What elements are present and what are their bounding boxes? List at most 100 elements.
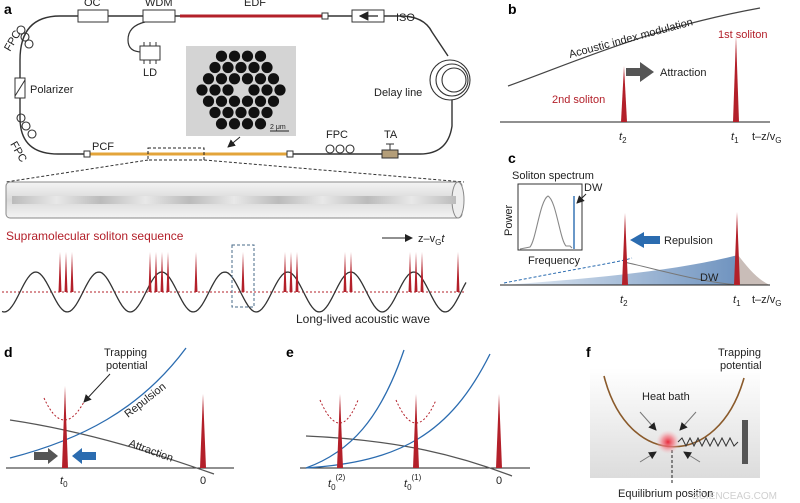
soliton-spike (289, 252, 293, 292)
dw-label: DW (700, 272, 719, 284)
d-trapping-label: Trapping (104, 347, 147, 359)
d-soliton-1 (62, 386, 68, 468)
d-potential-label: potential (106, 360, 148, 372)
pcf-hole (228, 73, 241, 85)
spring (677, 436, 739, 448)
pcf-hole (241, 95, 254, 107)
e-t0-2: t0(2) (328, 473, 346, 492)
pcf-hole (202, 73, 215, 85)
equilibrium-label: Equilibrium position (618, 488, 713, 500)
d-soliton-0 (200, 394, 206, 468)
oc-label: OC (84, 0, 101, 9)
e-soliton-0 (496, 394, 502, 468)
d-gray-arrow (34, 448, 58, 464)
soliton-spikes (58, 252, 460, 292)
pcf-pointer-arrow (227, 136, 241, 148)
soliton-spike (283, 252, 287, 292)
e-soliton-2 (337, 394, 343, 468)
dw-inset-label: DW (584, 182, 603, 194)
pcf-hole (228, 50, 241, 62)
ld-pins (143, 42, 157, 64)
soliton-spike (148, 252, 152, 292)
panel-label-e: e (286, 344, 294, 360)
e-t0-1: t0(1) (404, 473, 422, 492)
attraction-label: Attraction (660, 67, 706, 79)
b-t1: t1 (731, 131, 739, 145)
b-t2: t2 (619, 131, 627, 145)
b-axis-label: t–z/vG (752, 131, 781, 145)
dw-inset-arrow (576, 193, 587, 204)
pcf-hole (202, 95, 215, 107)
f-potential-label: potential (720, 360, 762, 372)
acoustic-wave (1, 271, 467, 313)
pcf-hole (254, 95, 267, 107)
zoom-line-left (5, 159, 149, 183)
iso-label: ISO (396, 12, 415, 24)
soliton-spike (160, 252, 164, 292)
e-repulsion-curve-1 (305, 349, 405, 469)
soliton-spike (241, 252, 245, 292)
dw-tail (738, 255, 770, 285)
pcf-hole (267, 73, 280, 85)
e-soliton-1 (413, 394, 419, 468)
pcf-hole (228, 95, 241, 107)
wdm-box (142, 9, 176, 23)
soliton-spike (70, 252, 74, 292)
ld-fiber (127, 21, 146, 53)
pcf-hole (254, 73, 267, 85)
repulsion-label: Repulsion (664, 235, 713, 247)
pcf-hole (215, 95, 228, 107)
spectrum-curve (519, 195, 573, 250)
scale-bar-label: 2 μm (270, 124, 286, 131)
ld-label: LD (143, 67, 157, 79)
soliton-spike (166, 252, 170, 292)
polarizer-label: Polarizer (30, 84, 74, 96)
e-repulsion-curve-2 (305, 353, 491, 469)
pcf-hole (215, 50, 228, 62)
soliton-spike (456, 252, 460, 292)
soliton-spike (408, 252, 412, 292)
pcf-holes (196, 50, 286, 130)
second-soliton-label: 2nd soliton (552, 94, 605, 106)
pcf-hole (235, 106, 247, 119)
c-soliton-2 (622, 213, 628, 285)
d-blue-arrow (72, 448, 96, 464)
pcf-hole (215, 118, 228, 130)
pcf-hole (222, 106, 234, 119)
soliton-spike (414, 252, 418, 292)
ta-box (381, 149, 399, 159)
wdm-label: WDM (145, 0, 173, 9)
watermark: SCIENCEAG.COM (692, 491, 777, 502)
power-label: Power (503, 204, 515, 236)
f-trapping-label: Trapping (718, 347, 761, 359)
soliton-spike (154, 252, 158, 292)
ta-label: TA (384, 129, 398, 141)
modulation-label: Acoustic index modulation (568, 16, 695, 61)
c-soliton-1 (734, 212, 740, 285)
dw-area (504, 255, 738, 285)
e-attraction-curve (305, 435, 513, 477)
e-trapping-well-1 (395, 399, 437, 424)
pcf-hole (248, 61, 260, 74)
pcf-hole (196, 84, 208, 96)
d-attraction-label: Attraction (127, 438, 175, 465)
zoom-line-right (203, 159, 465, 183)
d-attraction-curve (9, 419, 215, 475)
pcf-hole (261, 84, 273, 96)
heat-bath-label: Heat bath (642, 391, 690, 403)
edf-label: EDF (244, 0, 266, 9)
fiber-core (12, 196, 456, 204)
wall (742, 420, 748, 464)
d-t0: t0 (60, 475, 68, 489)
pcf-hole (254, 50, 267, 62)
soliton-spike (343, 252, 347, 292)
pcf-hole (209, 84, 221, 96)
edf-splice (321, 12, 329, 20)
fpc-right-loops (325, 144, 355, 154)
pcf-hole (267, 95, 280, 107)
highlight-box (231, 244, 255, 308)
acoustic-wave-label: Long-lived acoustic wave (296, 312, 430, 326)
soliton-spike (349, 252, 353, 292)
delay-line-spool (429, 59, 471, 101)
